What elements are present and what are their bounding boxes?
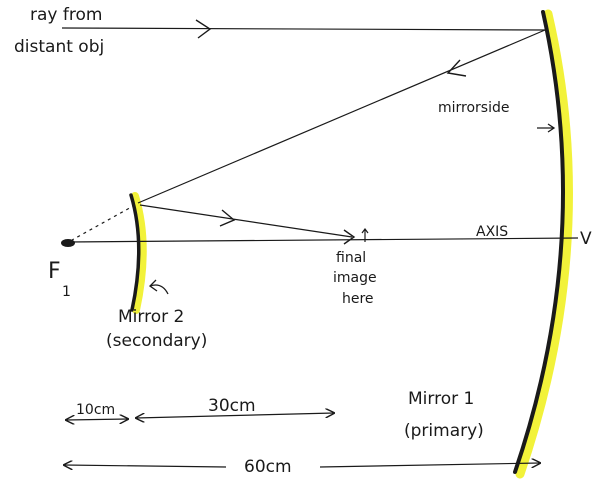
focus-point <box>61 239 75 247</box>
mirror2-pointer <box>149 284 169 295</box>
distance-60cm-arrow-left <box>64 465 227 467</box>
focus-label: F <box>48 259 61 284</box>
primary-mirror-highlight <box>515 9 573 479</box>
primary-mirror <box>513 10 565 474</box>
incoming-ray-arrow <box>195 19 212 39</box>
image-arrowhead <box>343 229 356 245</box>
final-image-label-1: final <box>336 250 366 266</box>
distance-30cm-label: 30cm <box>208 396 256 416</box>
incoming-ray <box>61 27 546 31</box>
mirror2-sublabel: (secondary) <box>106 331 207 351</box>
distance-60cm-arrow-right <box>319 463 540 467</box>
mirror2-label: Mirror 2 <box>118 307 184 327</box>
secondary-ray <box>139 204 353 238</box>
axis-label: AXIS <box>476 224 508 240</box>
reflected-ray <box>137 29 546 204</box>
ray-label-line2: distant obj <box>14 37 104 57</box>
secondary-mirror-highlight <box>131 192 147 314</box>
mirror1-sublabel: (primary) <box>404 421 484 441</box>
distance-10cm-arrow <box>66 419 128 420</box>
final-image-label-2: image <box>333 270 377 286</box>
mirror1-label: Mirror 1 <box>408 389 474 409</box>
final-image-marker-head <box>361 228 369 234</box>
mirror-side-arrow <box>537 123 556 133</box>
distance-30cm-arrow <box>136 413 334 418</box>
distance-10cm-label: 10cm <box>76 402 115 418</box>
focus-subscript: 1 <box>62 284 71 300</box>
optical-axis <box>67 237 579 243</box>
ray-label-line1: ray from <box>30 5 102 25</box>
secondary-ray-arrow <box>219 209 236 227</box>
focus-extension <box>71 204 136 241</box>
mirror2-pointer-head <box>148 279 158 292</box>
final-image-label-3: here <box>342 291 374 307</box>
distance-60cm-label: 60cm <box>244 457 292 477</box>
mirror-side-label: mirrorside <box>438 100 510 116</box>
vertex-label: V <box>580 229 592 249</box>
reflected-ray-arrow <box>446 59 467 77</box>
